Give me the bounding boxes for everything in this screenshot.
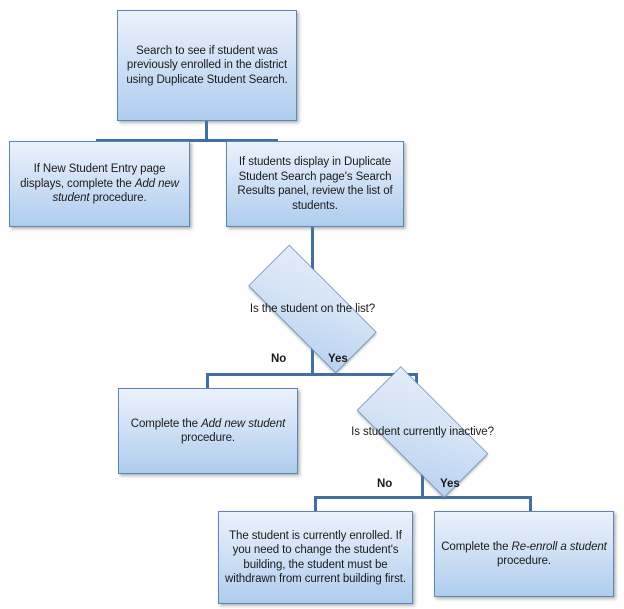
connector-branch-yes-list [415,373,418,389]
node-is-student-on-list[interactable]: Is the student on the list? [225,244,400,374]
node-is-student-on-list-label: Is the student on the list? [249,302,376,315]
connector-to-decision-list [311,227,314,272]
node-currently-enrolled[interactable]: The student is currently enrolled. If yo… [218,511,413,604]
node-is-student-inactive-label: Is student currently inactive? [351,425,494,438]
node-start-search-label: Search to see if student was previously … [126,44,288,86]
node-new-student-entry-text-italic: Add new student [52,177,179,205]
node-complete-add-new-student[interactable]: Complete the Add new student procedure. [118,388,298,474]
node-new-student-entry-label: If New Student Entry page displays, comp… [16,162,183,206]
edge-label-list-yes: Yes [328,353,348,365]
connector-split-bar-1 [96,139,278,142]
node-complete-re-enroll[interactable]: Complete the Re-enroll a student procedu… [434,511,614,597]
node-complete-re-enroll-text-after: procedure. [497,555,551,567]
node-students-display-label: If students display in Duplicate Student… [237,156,393,212]
node-new-student-entry-text-after: procedure. [89,192,147,205]
connector-split-bar-3 [314,496,532,499]
node-complete-re-enroll-label: Complete the Re-enroll a student procedu… [441,540,607,569]
connector-branch-no-list [206,373,209,389]
node-start-search[interactable]: Search to see if student was previously … [117,10,297,121]
node-currently-enrolled-label: The student is currently enrolled. If yo… [225,529,406,586]
node-students-display[interactable]: If students display in Duplicate Student… [226,141,404,227]
connector-branch-no-inactive [314,496,317,512]
edge-label-list-no: No [271,353,287,365]
connector-decision-list-stem [311,345,314,375]
edge-label-inactive-yes: Yes [440,478,460,490]
node-complete-add-new-student-text-before: Complete the [130,417,202,430]
connector-branch-yes-inactive [529,496,532,512]
node-complete-re-enroll-text-italic: Re-enroll a student [511,540,607,553]
connector-decision-inactive-stem [421,474,424,498]
connector-split-bar-2 [206,373,418,376]
connector-start-stem [205,121,208,141]
node-complete-add-new-student-text-after: procedure. [181,432,235,444]
node-new-student-entry-text-before: If New Student Entry page displays, comp… [20,163,166,190]
node-complete-add-new-student-label: Complete the Add new student procedure. [125,417,291,446]
edge-label-inactive-no: No [377,478,393,490]
node-complete-add-new-student-text-italic: Add new student [201,417,286,430]
node-new-student-entry[interactable]: If New Student Entry page displays, comp… [9,141,190,227]
node-is-student-inactive[interactable]: Is student currently inactive? [335,366,510,498]
node-complete-re-enroll-text-before: Complete the [441,540,512,553]
